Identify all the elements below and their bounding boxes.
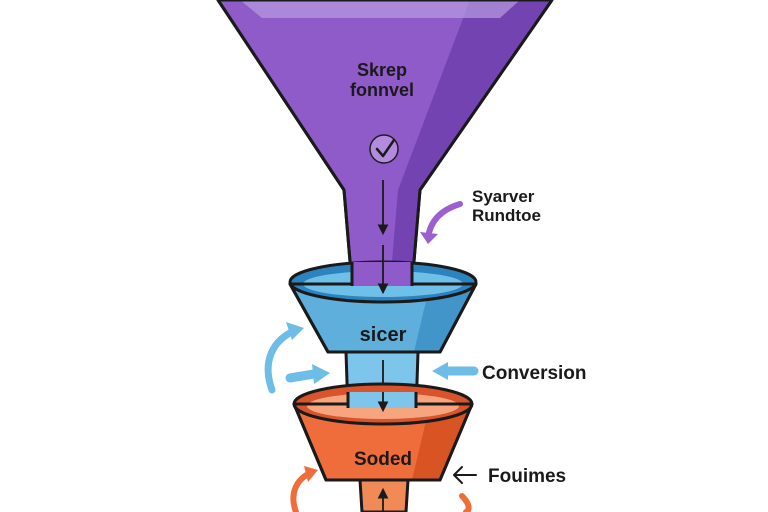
callout-purple-line2: Rundtoe: [472, 206, 541, 225]
callout-orange-label: Fouimes: [488, 466, 566, 487]
callout-purple: Syarver Rundtoe: [420, 187, 541, 244]
orange-loop-arrows: [290, 466, 472, 512]
middle-funnel-title: sicer: [360, 324, 407, 346]
bottom-funnel-title: Soded: [354, 449, 412, 470]
bottom-funnel-stage: Soded: [292, 382, 474, 512]
top-funnel-title-line2: fonnvel: [350, 80, 414, 100]
curved-arrow-icon: [425, 201, 463, 241]
check-icon: [369, 134, 399, 164]
top-funnel-stage: Skrep fonnvel: [216, 0, 554, 295]
top-funnel-highlight: [240, 0, 520, 18]
bottom-funnel-stem: [358, 478, 410, 512]
callout-orange: Fouimes: [453, 466, 566, 487]
callout-purple-line1: Syarver: [472, 187, 535, 206]
top-funnel-shade: [390, 0, 552, 285]
curved-arrow-icon: [459, 493, 472, 512]
right-arrow-icon: [285, 369, 319, 383]
top-funnel-title-line1: Skrep: [357, 60, 407, 80]
callout-blue: Conversion: [432, 362, 587, 384]
blue-loop-arrows: [264, 322, 330, 394]
middle-funnel-stage: sicer: [288, 260, 478, 414]
callout-blue-label: Conversion: [482, 363, 587, 384]
